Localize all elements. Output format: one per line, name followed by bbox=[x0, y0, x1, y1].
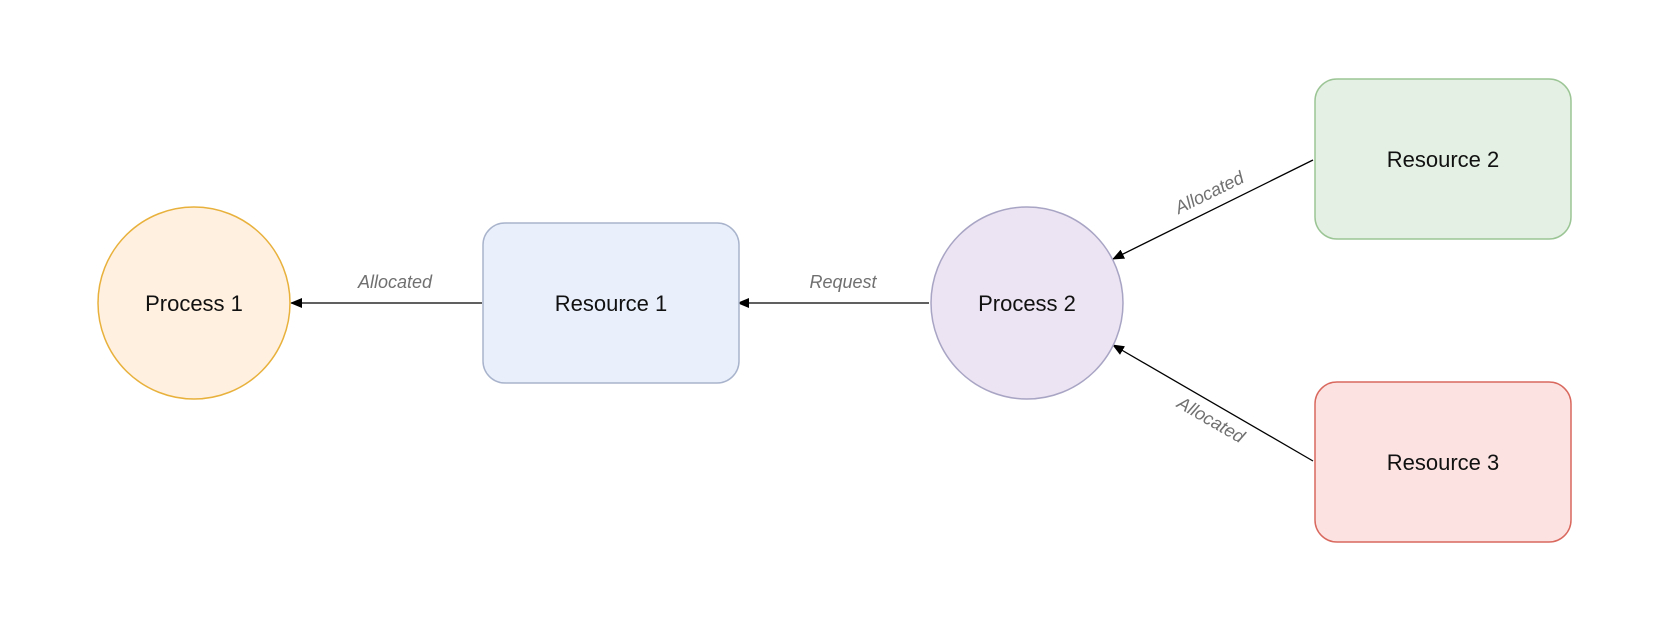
node-resource-2: Resource 2 bbox=[1314, 78, 1572, 240]
node-process-1: Process 1 bbox=[97, 206, 291, 400]
process-2-shape bbox=[930, 206, 1124, 400]
node-resource-1: Resource 1 bbox=[482, 222, 740, 384]
resource-3-label: Resource 3 bbox=[1387, 450, 1500, 475]
node-process-2: Process 2 bbox=[930, 206, 1124, 400]
process-2-label: Process 2 bbox=[978, 291, 1076, 316]
edge-line bbox=[1112, 159, 1314, 260]
edge-resource3-to-process2: Allocated bbox=[1112, 344, 1314, 462]
edge-resource1-to-process1: Allocated bbox=[290, 272, 482, 308]
resource-2-shape bbox=[1314, 78, 1572, 240]
resource-1-shape bbox=[482, 222, 740, 384]
process-1-shape bbox=[97, 206, 291, 400]
edge-label: Allocated bbox=[1171, 167, 1248, 218]
edge-process2-to-resource1: Request bbox=[737, 272, 929, 308]
edge-label: Request bbox=[809, 272, 877, 292]
process-1-label: Process 1 bbox=[145, 291, 243, 316]
node-resource-3: Resource 3 bbox=[1314, 381, 1572, 543]
edge-label: Allocated bbox=[1173, 392, 1249, 447]
resource-2-label: Resource 2 bbox=[1387, 147, 1500, 172]
edge-resource2-to-process2: Allocated bbox=[1112, 159, 1314, 260]
resource-3-shape bbox=[1314, 381, 1572, 543]
edge-line bbox=[1112, 344, 1314, 462]
edge-label: Allocated bbox=[357, 272, 433, 292]
resource-1-label: Resource 1 bbox=[555, 291, 668, 316]
